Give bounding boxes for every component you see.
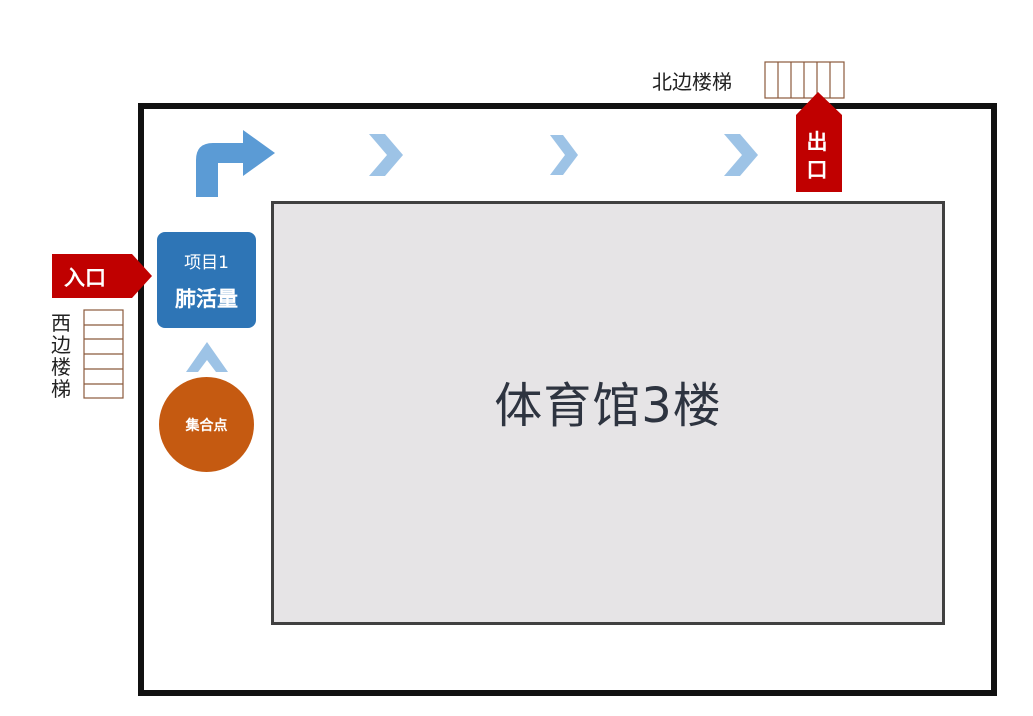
- exit-label: 出口: [806, 130, 828, 182]
- chevron-right-icon: [550, 135, 578, 175]
- station-number: 项目1: [184, 252, 229, 273]
- test-station-card[interactable]: 项目1 肺活量: [157, 232, 256, 328]
- exit-arrow-icon: [796, 92, 842, 192]
- west-stairs-icon: [83, 309, 124, 399]
- gather-point-label: 集合点: [185, 417, 228, 434]
- north-stairs-icon: [764, 61, 845, 99]
- turn-right-arrow-icon: [196, 130, 275, 197]
- station-name: 肺活量: [175, 286, 238, 311]
- chevron-right-icon: [369, 134, 403, 176]
- west-stairs-label: 西边楼梯: [51, 311, 71, 401]
- entrance-label: 入口: [64, 266, 106, 290]
- north-stairs-label: 北边楼梯: [652, 70, 732, 94]
- venue-label: 体育馆3楼: [494, 378, 722, 434]
- outer-wall: [138, 103, 997, 696]
- gym-floor-area: 体育馆3楼: [271, 201, 945, 625]
- chevron-right-icon: [724, 134, 758, 176]
- gather-point-marker[interactable]: 集合点: [159, 377, 254, 472]
- chevron-up-icon: [186, 342, 228, 372]
- entrance-arrow-icon: [52, 254, 152, 298]
